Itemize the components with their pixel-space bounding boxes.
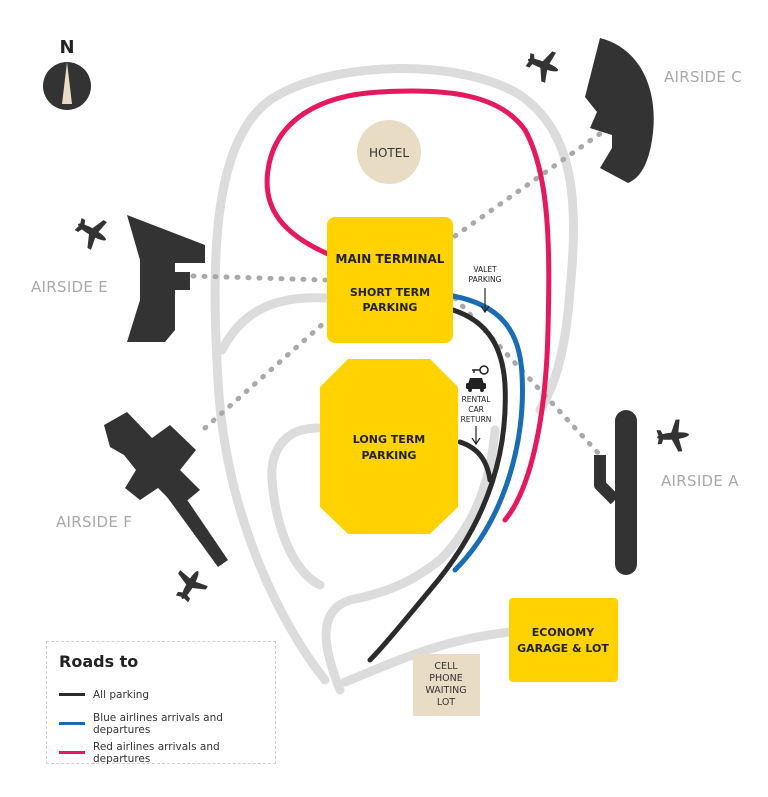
rental-line2: CAR (468, 405, 484, 414)
valet-line1: VALET (473, 265, 497, 274)
connector-airside-e (190, 273, 328, 283)
legend-label-blue-airlines: Blue airlines arrivals and departures (93, 711, 223, 736)
rental-car-icon (466, 365, 489, 392)
connector-airside-f (202, 319, 328, 431)
red-airlines-road (264, 88, 552, 523)
economy-garage-block (509, 598, 618, 682)
airside-a-wing (594, 455, 620, 505)
compass-icon (43, 62, 91, 110)
economy-road (340, 627, 515, 687)
connector-airside-c (452, 125, 611, 239)
airside-a-label: AIRSIDE A (661, 472, 739, 490)
main-terminal-block (327, 217, 453, 343)
airside-e-label: AIRSIDE E (31, 278, 108, 296)
legend-item-blue-airlines: Blue airlines arrivals and departures (59, 709, 263, 738)
cell-phone-line3: WAITING (425, 685, 466, 696)
short-term-parking-line2: PARKING (363, 301, 418, 314)
hotel-marker (357, 120, 421, 184)
plane-icon-e (74, 217, 107, 250)
compass-north-label: N (59, 37, 74, 58)
cell-phone-line2: PHONE (429, 673, 462, 684)
blue-airlines-road (450, 293, 525, 573)
map-legend: Roads to All parking Blue airlines arriv… (46, 641, 276, 767)
airside-f-label: AIRSIDE F (56, 513, 132, 531)
economy-line2: GARAGE & LOT (517, 642, 609, 655)
cell-phone-line1: CELL (434, 661, 458, 672)
main-terminal-title: MAIN TERMINAL (336, 252, 445, 266)
plane-icon-f (175, 570, 208, 603)
airside-f-building (104, 412, 228, 567)
valet-line2: PARKING (469, 275, 502, 284)
road-network (210, 64, 578, 695)
long-term-parking-line2: PARKING (362, 449, 417, 462)
airside-a-building (615, 410, 637, 575)
legend-label-red-airlines: Red airlines arrivals and departures (93, 740, 220, 765)
valet-arrow-icon (480, 288, 490, 314)
airside-c-building (585, 38, 654, 183)
legend-item-all-parking: All parking (59, 680, 263, 709)
cell-phone-line4: LOT (437, 697, 455, 708)
legend-swatch-all-parking (59, 693, 85, 696)
outer-loop-road (210, 64, 578, 685)
all-parking-road (367, 307, 508, 663)
long-term-parking-line1: LONG TERM (353, 433, 425, 446)
legend-item-red-airlines: Red airlines arrivals and departures (59, 738, 263, 767)
plane-icon-c (525, 51, 559, 83)
west-connector-road (217, 293, 330, 355)
short-term-parking-line1: SHORT TERM (350, 286, 430, 299)
airside-e-building (127, 215, 205, 342)
economy-line1: ECONOMY (532, 626, 595, 639)
rental-return-road (457, 439, 493, 483)
airside-c-label: AIRSIDE C (664, 68, 742, 86)
long-term-parking-block (320, 359, 458, 534)
legend-title: Roads to (59, 652, 139, 671)
cell-phone-lot-block (413, 654, 480, 716)
lt-connector-road (267, 423, 325, 590)
plane-icon-a (656, 419, 689, 452)
legend-swatch-blue-airlines (59, 722, 85, 725)
legend-label-all-parking: All parking (93, 688, 150, 701)
rental-line3: RETURN (461, 415, 492, 424)
rental-arrow-icon (471, 426, 481, 446)
hotel-label: HOTEL (369, 146, 409, 160)
legend-swatch-red-airlines (59, 751, 85, 754)
rental-line1: RENTAL (462, 395, 492, 404)
inner-loop-road (321, 425, 500, 695)
